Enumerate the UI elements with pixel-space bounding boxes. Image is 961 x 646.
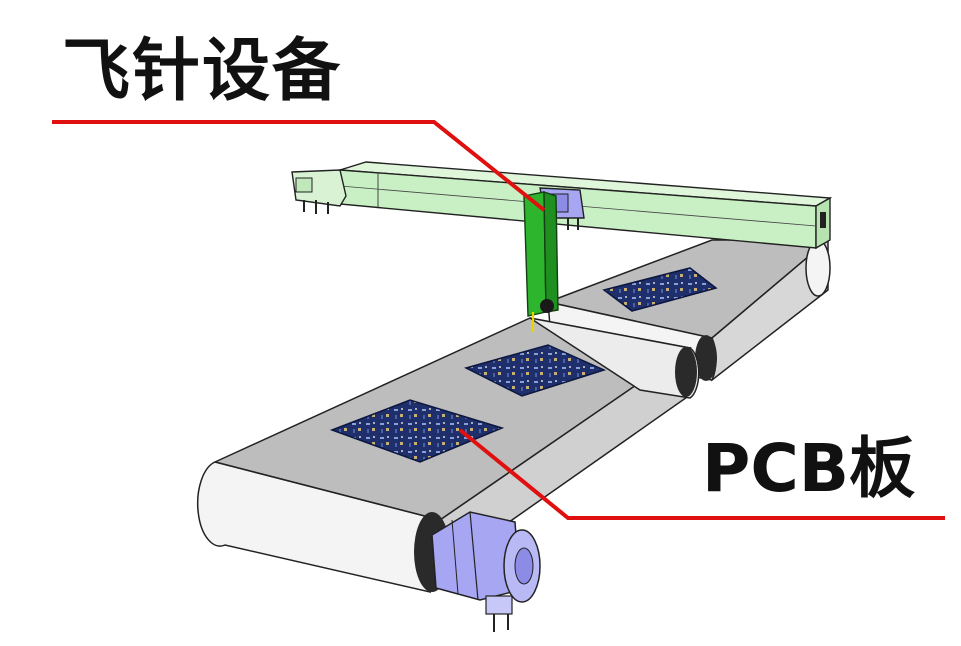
rear-roller-near-end [695, 335, 717, 381]
rear-roller-far [805, 239, 831, 297]
front-roller-far-end [675, 347, 697, 397]
flying-probe-gantry [291, 161, 833, 332]
leader-line-pcb [458, 428, 945, 520]
motor-connector [485, 595, 513, 615]
leader-line-flying-probe [52, 120, 546, 212]
drive-motor [431, 511, 541, 632]
pcb-board-3 [602, 267, 718, 312]
front-conveyor [196, 317, 700, 594]
pcb-board-label: PCB板 [702, 430, 916, 507]
rear-conveyor [545, 238, 831, 382]
pcb-board-2 [463, 344, 607, 397]
flying-probe-label: 飞针设备 [62, 32, 343, 111]
pcb-board-1 [329, 399, 505, 463]
probe-arm [523, 191, 559, 332]
front-roller-far [529, 317, 700, 399]
